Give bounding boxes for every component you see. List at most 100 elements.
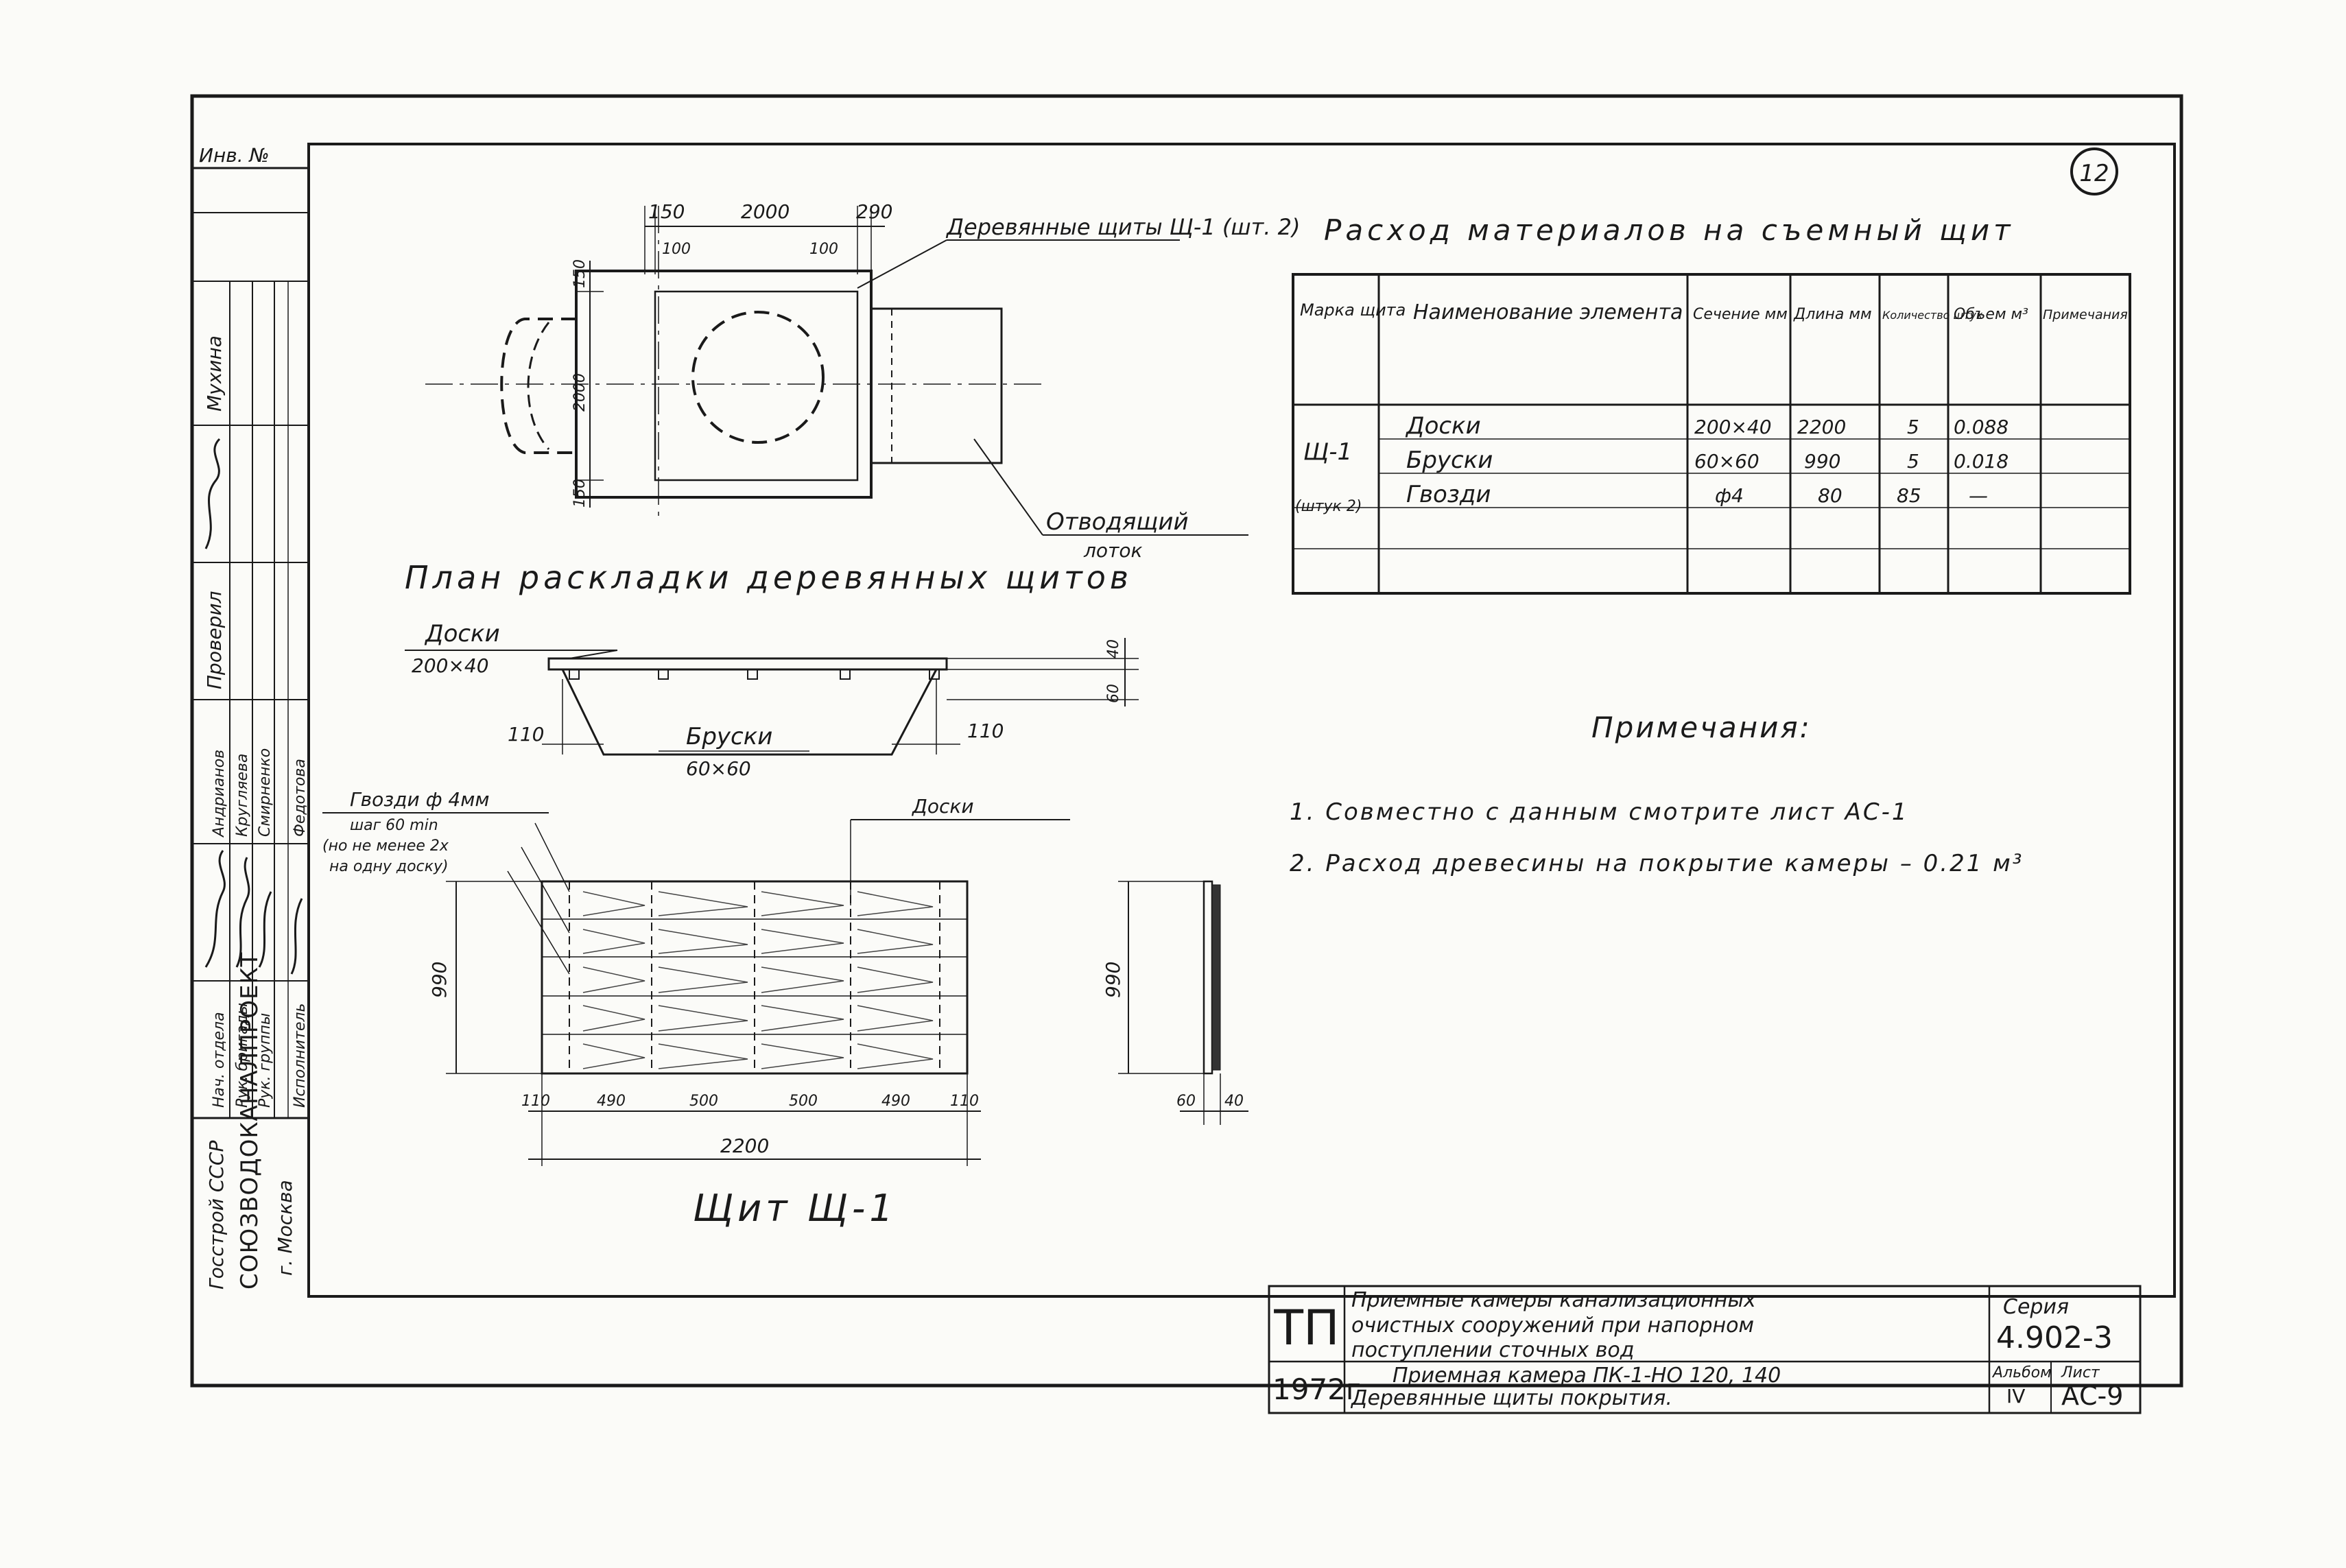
role-1: Нач. отдела	[211, 1012, 228, 1108]
shield-dim-b2: 490	[597, 1093, 626, 1110]
plan-dim-inner-2: 100	[809, 241, 838, 258]
section-board	[547, 657, 948, 671]
plan-dim-inner-1: 100	[662, 241, 691, 258]
row2-name: Бруски	[1406, 447, 1493, 474]
role-2: Рук. бригады	[234, 1003, 251, 1108]
plan-dim-side-3: 150	[571, 479, 589, 508]
section-boards-size: 200×40	[412, 654, 489, 677]
pipe-circle	[691, 311, 825, 444]
section-bar	[561, 669, 938, 756]
side-height-dim: 990	[1102, 962, 1124, 998]
plan-tray-label-1: Отводящий	[1046, 508, 1189, 536]
section-dim-h1: 40	[1105, 639, 1122, 658]
section-nail-heads	[569, 669, 940, 680]
section-dim-right: 110	[967, 720, 1004, 742]
side-bar	[1211, 884, 1221, 1071]
table-h-mark: Марка щита	[1300, 300, 1406, 320]
side-dim-1: 60	[1176, 1093, 1196, 1110]
section-boards-label: Доски	[424, 620, 500, 648]
materials-table: Расход материалов на съемный щит Марка щ…	[1292, 213, 2131, 595]
sheet-number-circle	[2070, 147, 2118, 195]
name-1: Андрианов	[211, 750, 228, 838]
title-block: ТП 1972г Приемные камеры канализационных…	[1268, 1285, 2142, 1414]
stamp-title-1: Приемные камеры канализационных	[1351, 1288, 1756, 1312]
org-city: г. Москва	[274, 1180, 296, 1276]
inner-frame	[307, 143, 2176, 1298]
section-dim-left: 110	[508, 723, 544, 746]
shield-dim-b4: 500	[789, 1093, 818, 1110]
shield-title: Щит Щ-1	[693, 1187, 897, 1230]
row3-name: Гвозди	[1406, 481, 1491, 508]
shield-height-dim: 990	[428, 962, 451, 998]
shield-dim-b5: 490	[881, 1093, 910, 1110]
plan-dim-top-3: 290	[856, 200, 892, 223]
stamp-album: IV	[2006, 1385, 2025, 1407]
wood-grain	[582, 891, 934, 1069]
plan-shields-label: Деревянные щиты Щ-1 (шт. 2)	[945, 214, 1300, 240]
name-4: Федотова	[292, 759, 309, 837]
plan-dim-top-2: 2000	[741, 200, 790, 223]
table-h-qty: Количество штук	[1882, 309, 1983, 322]
nails-label-2: шаг 60 min	[350, 817, 438, 834]
notes: Примечания: 1. Совместно с данным смотри…	[1290, 711, 2024, 877]
note-2: 2. Расход древесины на покрытие камеры –…	[1290, 850, 2024, 877]
nails-label-4: на одну доску)	[329, 858, 449, 875]
stamp-title-3: поступлении сточных вод	[1351, 1338, 1635, 1362]
stamp-logo: ТП	[1273, 1300, 1339, 1356]
checker-signature	[204, 438, 221, 549]
shield-dim-b1: 110	[521, 1093, 550, 1110]
row3-volume: —	[1969, 484, 1988, 507]
table-mark-qty: (штук 2)	[1295, 498, 1362, 515]
section-bars-label: Бруски	[686, 723, 772, 750]
role-4: Исполнитель	[292, 1003, 309, 1108]
table-h-name: Наименование элемента	[1413, 300, 1683, 324]
row1-name: Доски	[1405, 412, 1481, 440]
table-h-section: Сечение мм	[1693, 306, 1788, 323]
stamp-sheet: АС-9	[2061, 1381, 2123, 1411]
plan-dim-top-1: 150	[648, 200, 685, 223]
section-bars-size: 60×60	[686, 757, 751, 780]
row3-section: ф4	[1715, 484, 1744, 507]
stamp-album-label: Альбом	[1991, 1364, 2052, 1381]
notes-title: Примечания:	[1591, 711, 1812, 744]
row2-section: 60×60	[1694, 450, 1760, 473]
table-h-length: Длина мм	[1793, 306, 1872, 323]
nails-label-1: Гвозди ф 4мм	[350, 788, 489, 811]
plan-dim-side-2: 2000	[571, 373, 589, 412]
note-1: 1. Совместно с данным смотрите лист АС-1	[1290, 798, 1909, 826]
row1-qty: 5	[1907, 416, 1919, 438]
row2-length: 990	[1804, 450, 1840, 473]
stamp-sheet-label: Лист	[2061, 1364, 2100, 1381]
shield-total-dim: 2200	[720, 1135, 769, 1157]
side-dim-2: 40	[1224, 1093, 1244, 1110]
stamp-year: 1972г	[1272, 1373, 1361, 1406]
plan-dim-side-1: 150	[571, 259, 589, 288]
nails-label-3: (но не менее 2х	[322, 838, 449, 855]
row3-qty: 85	[1897, 484, 1921, 507]
plan-title: План раскладки деревянных щитов	[405, 559, 1133, 596]
checked-label: Проверил	[203, 591, 226, 689]
org-line-1: Госстрой СССР	[205, 1141, 228, 1290]
row1-volume: 0.088	[1954, 416, 2009, 438]
sheet-number: 12	[2079, 160, 2109, 187]
shield-front-view: Гвозди ф 4мм шаг 60 min (но не менее 2х …	[322, 788, 1070, 1230]
stamp-title-2: очистных сооружений при напорном	[1351, 1314, 1754, 1338]
row2-volume: 0.018	[1954, 450, 2009, 473]
role-3: Рук. группы	[257, 1013, 274, 1108]
plan-tray-label-2: лоток	[1083, 539, 1142, 562]
inv-label: Инв. №	[199, 144, 270, 167]
side-board	[1202, 880, 1213, 1075]
section-view: 40 60 Доски 200×40 Бруски 60×60 110 110	[405, 620, 1139, 780]
shield-boards-label: Доски	[911, 795, 974, 818]
stamp-series-label: Серия	[2003, 1295, 2069, 1319]
row1-length: 2200	[1797, 416, 1846, 438]
row1-section: 200×40	[1694, 416, 1772, 438]
stamp-series: 4.902-3	[1996, 1320, 2113, 1355]
stamp-sub-1: Приемная камера ПК-1-НО 120, 140	[1393, 1364, 1781, 1388]
stamp-sub-2: Деревянные щиты покрытия.	[1350, 1386, 1672, 1410]
table-h-notes: Примечания	[2043, 307, 2128, 322]
outlet-tray	[870, 307, 1003, 464]
shield-dim-b3: 500	[689, 1093, 718, 1110]
materials-title: Расход материалов на съемный щит	[1324, 213, 2015, 247]
